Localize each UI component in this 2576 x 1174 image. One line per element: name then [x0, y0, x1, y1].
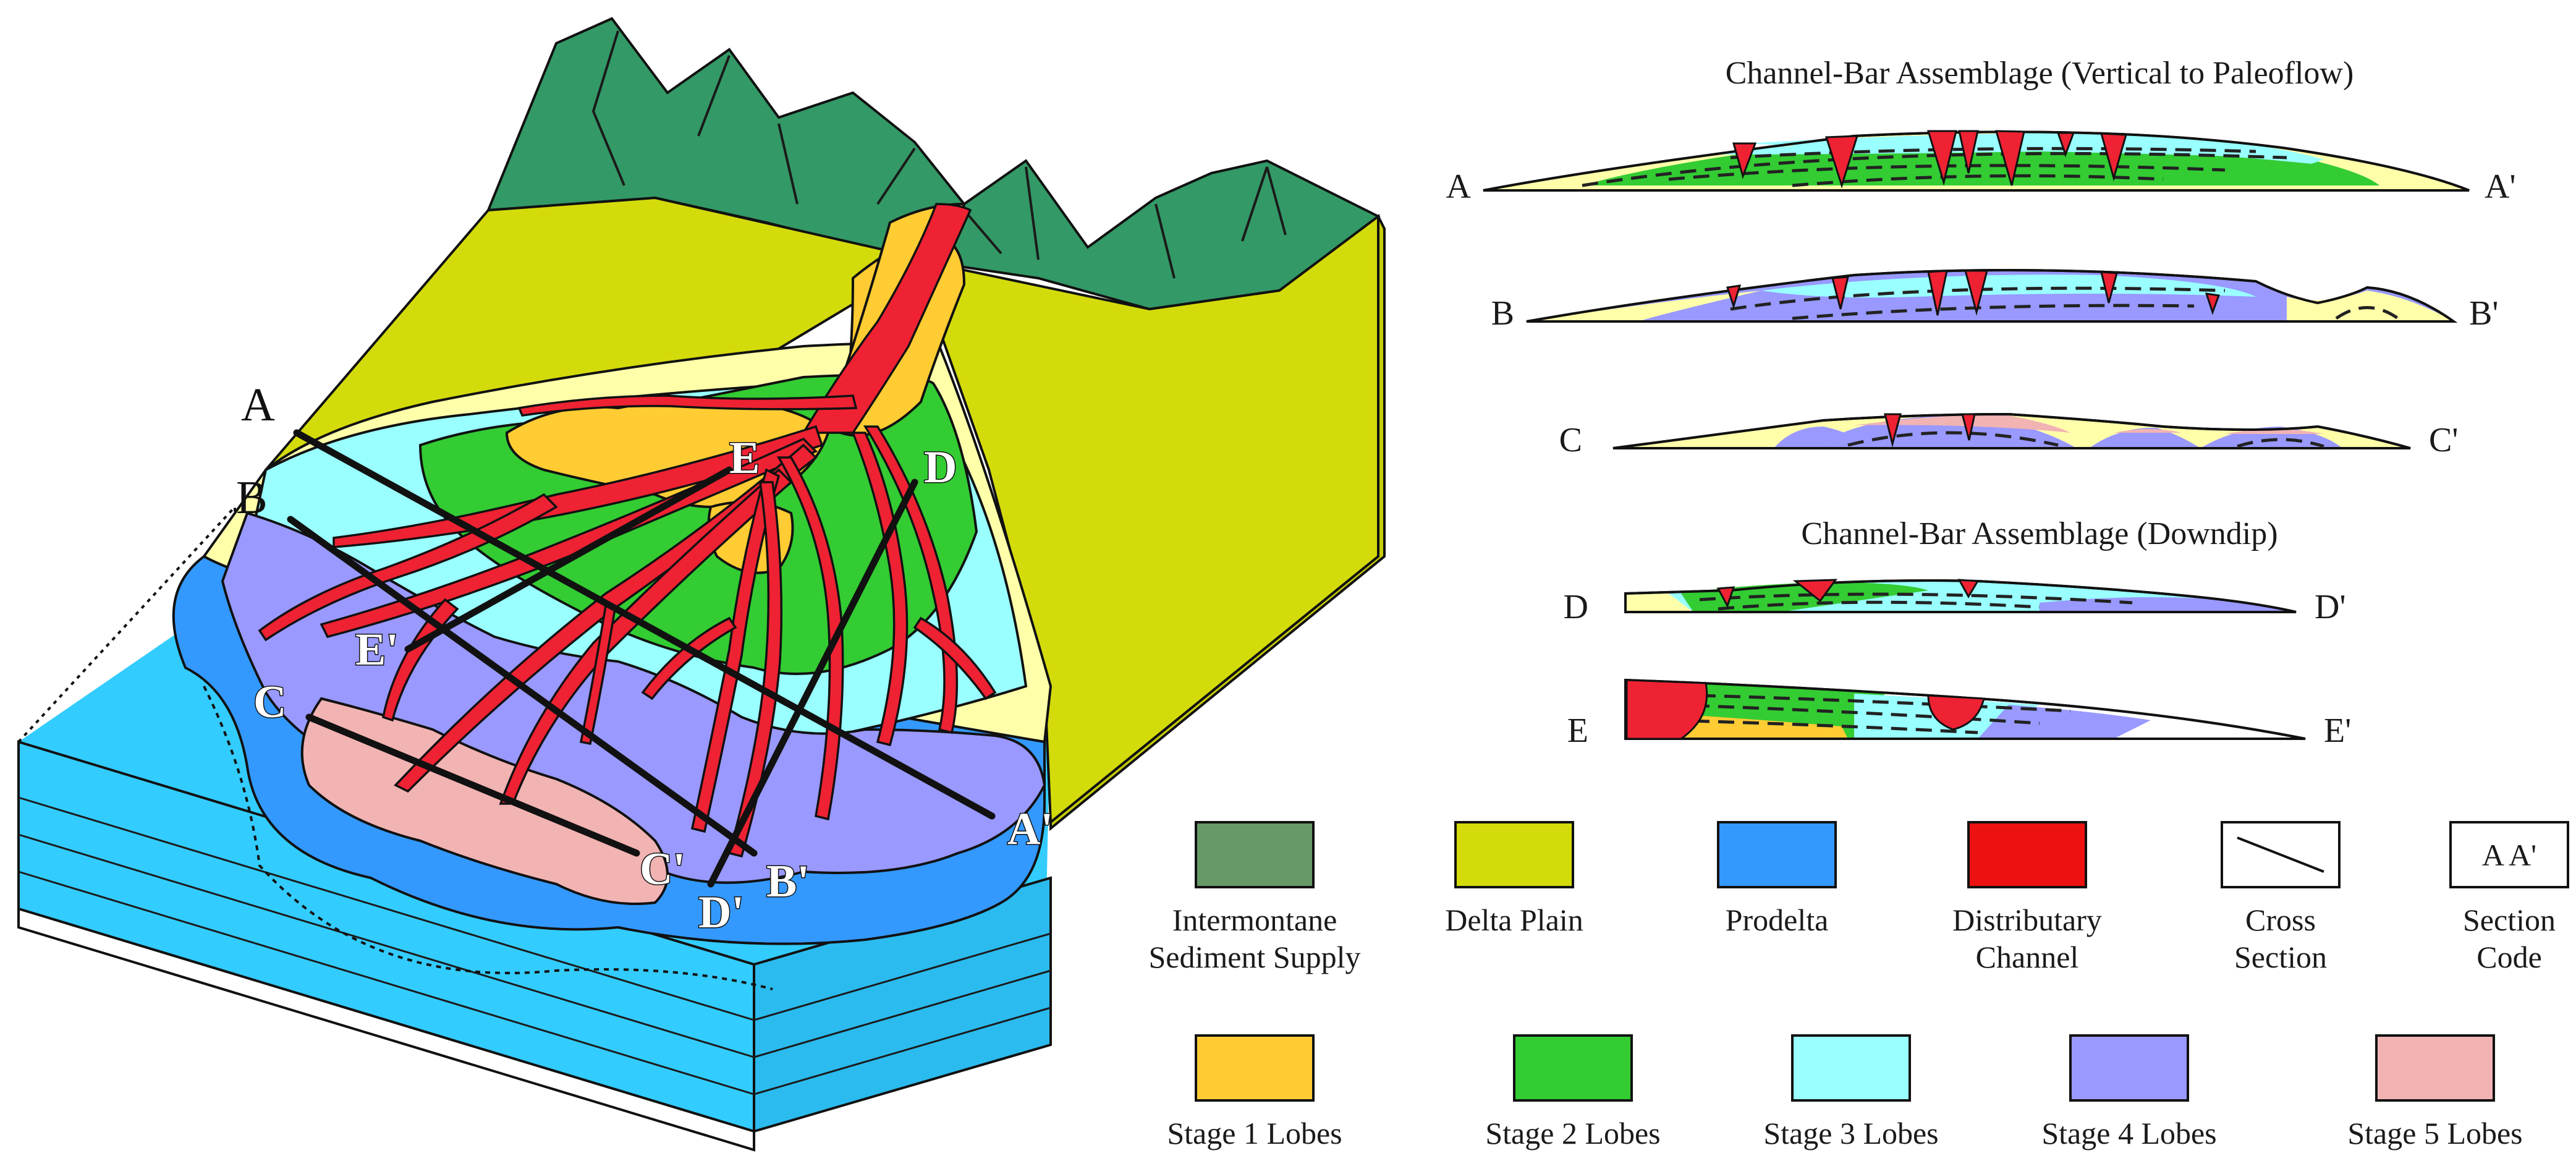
legend-swatch: [1195, 1034, 1315, 1102]
legend-swatch: [1195, 821, 1315, 888]
section-line-E: [404, 466, 733, 653]
legend-item-10: Stage 4 Lobes: [2041, 1034, 2217, 1151]
legend-label-line2: Sediment Supply: [1148, 940, 1360, 974]
water-layer-lines: [18, 796, 1051, 1095]
legend-swatch: [1513, 1034, 1633, 1102]
delta-plain-side-face: [1049, 216, 1386, 832]
legend-label: Stage 4 Lobes: [2041, 1116, 2216, 1151]
section-title-downdip: Channel-Bar Assemblage (Downdip): [1801, 516, 2277, 551]
legend-swatch: [2449, 821, 2569, 888]
legend-item-11: Stage 5 Lobes: [2347, 1034, 2523, 1151]
legend-item-3: Prodelta: [1717, 821, 1837, 937]
legend-label: Section: [2463, 903, 2556, 937]
prodelta-dotted-margin: [203, 686, 773, 990]
channel-branch-upper-left: [517, 394, 858, 417]
map-label-C: C: [253, 677, 286, 728]
map-label-E-prime: E': [355, 624, 399, 675]
legend-item-2: Delta Plain: [1445, 821, 1583, 937]
section-C-end: C': [2429, 421, 2458, 459]
legend-label-line2: Section: [2234, 940, 2327, 974]
channel-branch-mid-2: [727, 481, 783, 858]
legend-label-line2: Code: [2476, 940, 2542, 974]
mountain-ridge-lines: [591, 30, 1287, 279]
map-section-labels: A A' B B' C C' D D' E E': [236, 379, 1054, 939]
channel-branch-twig-2: [913, 616, 997, 700]
legend-label-line2: Channel: [1976, 940, 2079, 974]
channel-branch-mid-3: [776, 456, 844, 821]
section-title-vertical: Channel-Bar Assemblage (Vertical to Pale…: [1726, 56, 2354, 91]
legend-item-7: Stage 1 Lobes: [1167, 1034, 1342, 1151]
section-line-A: [293, 429, 996, 820]
legend-swatch: [1967, 821, 2087, 888]
cross-sections-panel: Channel-Bar Assemblage (Vertical to Pale…: [1446, 56, 2516, 750]
section-C: C C': [1559, 412, 2458, 459]
block-base: [17, 907, 755, 1152]
channel-branch-mid-1: [690, 468, 781, 833]
section-E-start: E: [1567, 712, 1588, 750]
section-line-B: [287, 516, 758, 857]
legend-swatch: [1717, 821, 1837, 888]
section-A-start: A: [1446, 168, 1472, 206]
legend-swatch: [1791, 1034, 1911, 1102]
channel-branch-far-left: [258, 493, 558, 642]
map-label-D: D: [924, 442, 957, 493]
legend-label: Intermontane: [1172, 903, 1337, 937]
channel-trunk: [801, 203, 972, 434]
legend-swatch: [2221, 821, 2341, 888]
map-label-A-prime: A': [1007, 804, 1053, 854]
channel-branch-right-2: [863, 425, 959, 734]
legend-label: Delta Plain: [1445, 903, 1583, 937]
legend-swatch: [2069, 1034, 2189, 1102]
legend-cross-section-line: [2237, 836, 2324, 873]
legend-label: Stage 5 Lobes: [2347, 1116, 2522, 1151]
legend-item-9: Stage 3 Lobes: [1763, 1034, 1939, 1151]
legend-label: Distributary: [1952, 903, 2102, 937]
section-D-end: D': [2315, 588, 2346, 626]
map-label-D-prime: D': [698, 887, 744, 938]
section-line-C: [305, 713, 640, 857]
section-A: A A': [1446, 130, 2516, 206]
block-dotted-edges: [17, 503, 236, 909]
channel-branch-twig-3: [579, 604, 616, 746]
section-line-D: [707, 479, 918, 888]
legend-swatch: [2375, 1034, 2495, 1102]
section-C-start: C: [1559, 421, 1582, 459]
legend-label: Prodelta: [1726, 903, 1829, 937]
legend-label: Stage 2 Lobes: [1485, 1116, 1660, 1151]
legend-label: Stage 1 Lobes: [1167, 1116, 1342, 1151]
intermontane-mountains: [486, 17, 1381, 311]
legend-swatch: [1454, 821, 1574, 888]
map-label-B-prime: B': [766, 856, 810, 907]
section-D-start: D: [1564, 588, 1588, 626]
section-A-end: A': [2485, 168, 2516, 206]
map-label-E: E: [729, 433, 760, 483]
section-E: E E': [1567, 678, 2351, 750]
legend-label: Cross: [2245, 903, 2316, 937]
map-label-C-prime: C': [640, 844, 685, 895]
section-D: D D': [1564, 579, 2346, 626]
legend-item-8: Stage 2 Lobes: [1485, 1034, 1661, 1151]
map-label-A: A: [241, 379, 275, 431]
legend-label: Stage 3 Lobes: [1763, 1116, 1938, 1151]
channel-branch-twig-1: [641, 616, 737, 700]
section-E-end: E': [2324, 712, 2351, 750]
section-B: B B': [1491, 269, 2498, 333]
section-B-end: B': [2469, 294, 2498, 333]
legend-section-code-sample: A A': [2482, 838, 2536, 872]
cross-section-lines: [287, 429, 996, 888]
section-B-start: B: [1491, 294, 1514, 333]
map-label-B: B: [236, 472, 268, 524]
block-diagram: A A' B B' C C' D D' E E': [17, 17, 1386, 1152]
